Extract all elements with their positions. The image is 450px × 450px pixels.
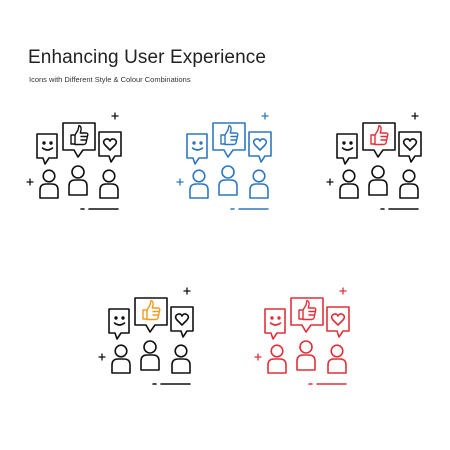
person-icon [339,169,359,199]
plus-icon [176,178,184,186]
person-icon [296,340,316,371]
user-experience-icon-red [253,285,363,395]
page-subtitle: Icons with Different Style & Colour Comb… [29,75,191,84]
plus-icon [411,112,419,120]
person-icon [327,344,347,374]
plus-icon [261,112,269,120]
plus-icon [111,112,119,120]
user-experience-icon-black [25,110,135,220]
thumbs-up-icon [298,299,317,321]
thumbs-up-icon [370,124,389,146]
plus-icon [326,178,334,186]
thumbs-up-bubble-icon [362,122,396,158]
heart-bubble-icon [398,131,422,163]
thumbs-up-icon [220,124,239,146]
person-icon [140,340,160,371]
plus-icon [98,353,106,361]
person-icon [249,169,269,199]
person-icon [368,165,388,196]
heart-bubble-icon [170,306,194,338]
smile-bubble-icon [336,133,358,165]
thumbs-up-bubble-icon [62,122,96,158]
person-icon [218,165,238,196]
person-icon [267,344,287,374]
page-title: Enhancing User Experience [28,47,267,68]
smile-bubble-icon [108,308,130,340]
smile-bubble-icon [264,308,286,340]
person-icon [39,169,59,199]
heart-bubble-icon [248,131,272,163]
smile-bubble-icon [186,133,208,165]
plus-icon [339,287,347,295]
thumbs-up-bubble-icon [290,297,324,333]
person-icon [189,169,209,199]
user-experience-icon-red-accent [325,110,435,220]
person-icon [68,165,88,196]
person-icon [171,344,191,374]
thumbs-up-bubble-icon [212,122,246,158]
user-experience-icon-blue [175,110,285,220]
smile-bubble-icon [36,133,58,165]
heart-bubble-icon [98,131,122,163]
thumbs-up-icon [142,299,161,321]
heart-bubble-icon [326,306,350,338]
thumbs-up-icon [70,124,89,146]
person-icon [99,169,119,199]
person-icon [111,344,131,374]
plus-icon [254,353,262,361]
thumbs-up-bubble-icon [134,297,168,333]
user-experience-icon-orange-accent [97,285,207,395]
plus-icon [26,178,34,186]
person-icon [399,169,419,199]
plus-icon [183,287,191,295]
